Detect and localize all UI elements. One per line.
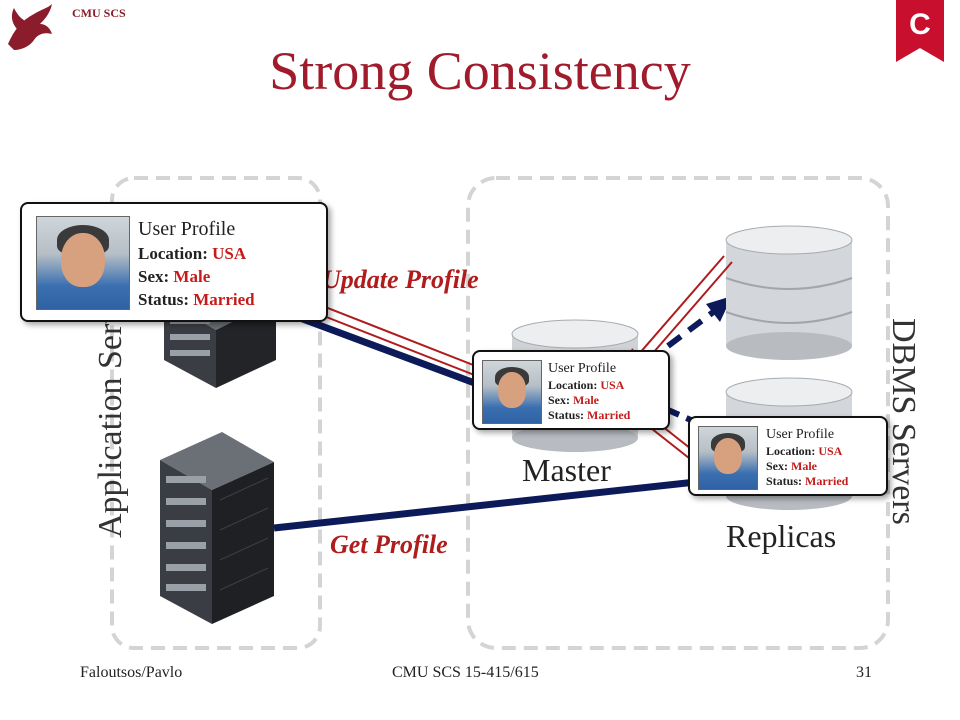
- status-value: Married: [805, 474, 849, 488]
- status-value: Married: [587, 408, 631, 422]
- cmu-dragon-logo: [8, 4, 52, 50]
- user-photo-avatar: [36, 216, 130, 310]
- app-server-bottom-icon: [160, 432, 274, 624]
- location-label: Location:: [766, 444, 816, 458]
- sex-label: Sex:: [548, 393, 570, 407]
- profile-card-app: User Profile Location: USA Sex: Male Sta…: [20, 202, 328, 322]
- replicas-label: Replicas: [726, 518, 837, 554]
- sex-label: Sex:: [766, 459, 788, 473]
- sex-label: Sex:: [138, 267, 170, 286]
- update-profile-label: Update Profile: [322, 265, 479, 294]
- get-profile-label: Get Profile: [330, 530, 448, 559]
- sex-value: Male: [173, 267, 211, 286]
- footer-course: CMU SCS 15-415/615: [392, 664, 539, 681]
- footer-page-number: 31: [856, 664, 872, 681]
- location-label: Location:: [548, 378, 598, 392]
- app-to-master-link: [298, 314, 490, 392]
- location-value: USA: [212, 244, 247, 263]
- sex-value: Male: [791, 459, 817, 473]
- replica-database-top-icon: [725, 225, 853, 360]
- profile-title: User Profile: [138, 218, 236, 240]
- dbms-servers-label: DBMS Servers: [885, 318, 922, 525]
- sex-value: Male: [573, 393, 599, 407]
- profile-title: User Profile: [548, 361, 617, 376]
- location-value: USA: [818, 444, 843, 458]
- app-to-replica-link: [273, 478, 697, 532]
- slide-title: Strong Consistency: [269, 41, 691, 101]
- user-photo-avatar: [482, 360, 542, 424]
- footer-authors: Faloutsos/Pavlo: [80, 664, 183, 681]
- status-label: Status:: [766, 474, 803, 488]
- dbms-servers-container: [466, 176, 890, 650]
- profile-title: User Profile: [766, 427, 835, 442]
- header-org: CMU SCS: [72, 6, 126, 20]
- profile-card-replica: User Profile Location: USA Sex: Male Sta…: [688, 416, 888, 496]
- user-photo-avatar: [698, 426, 758, 490]
- cmu-c-badge: C: [896, 0, 944, 62]
- status-value: Married: [193, 290, 255, 309]
- replication-arrowhead-top: [706, 296, 732, 322]
- status-label: Status:: [548, 408, 585, 422]
- profile-card-master: User Profile Location: USA Sex: Male Sta…: [472, 350, 670, 430]
- status-label: Status:: [138, 290, 190, 309]
- location-label: Location:: [138, 244, 208, 263]
- replication-arrow-top: [666, 307, 718, 349]
- location-value: USA: [600, 378, 625, 392]
- master-label: Master: [522, 452, 611, 488]
- cmu-c-badge-letter: C: [909, 8, 931, 41]
